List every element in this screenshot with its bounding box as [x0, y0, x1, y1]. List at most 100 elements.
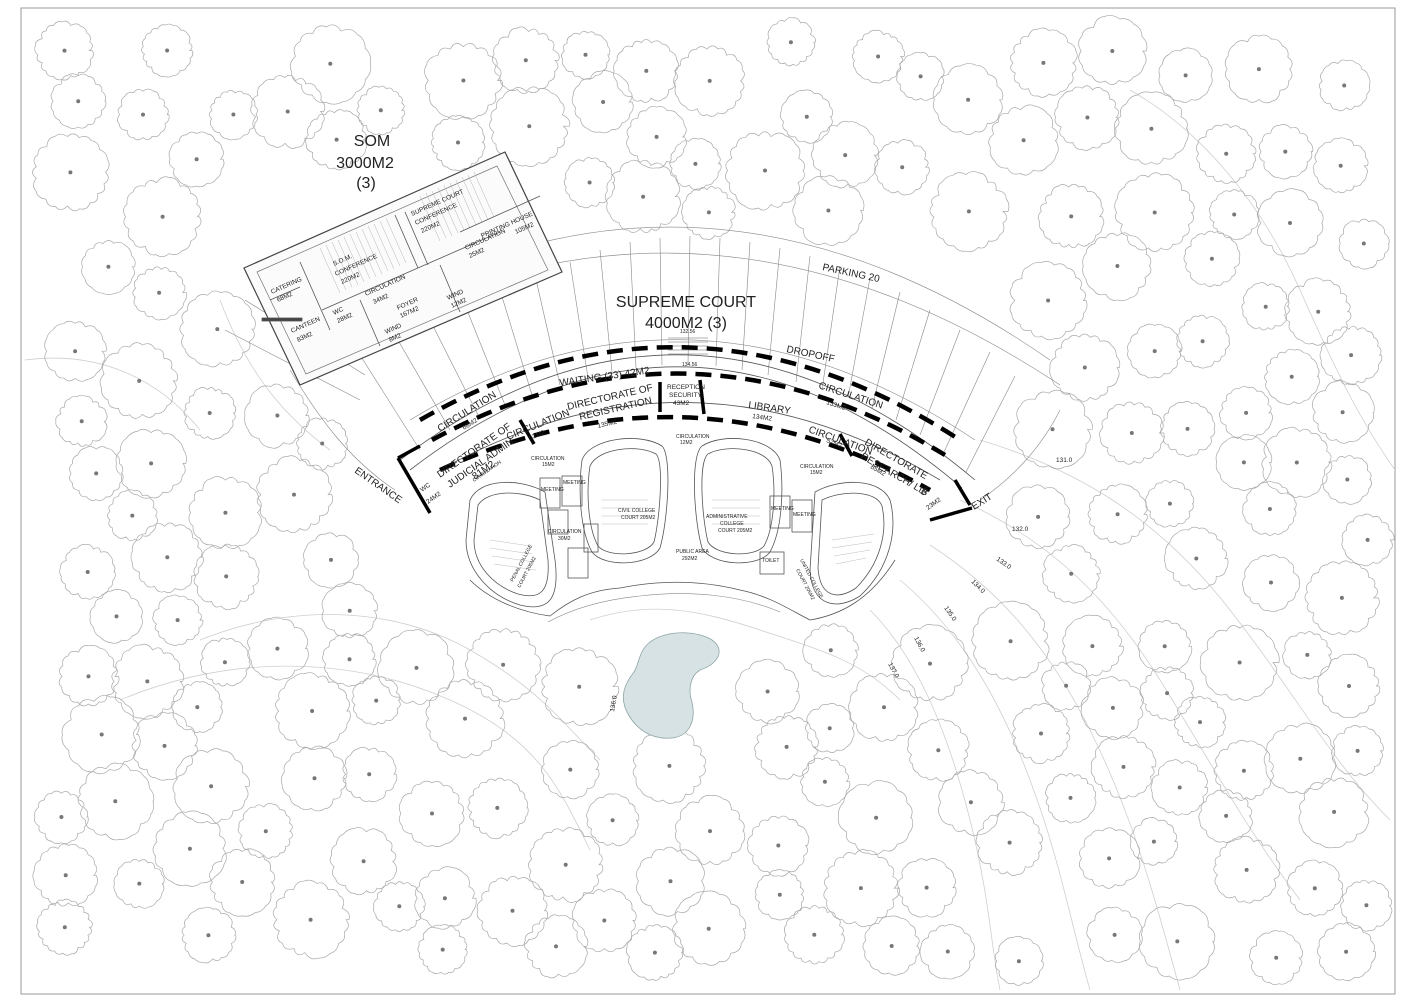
tree-trunk — [1345, 477, 1350, 482]
tree — [430, 114, 486, 171]
tree — [1049, 333, 1121, 402]
reception-label: RECEPTION — [667, 384, 705, 391]
tree — [1317, 653, 1381, 718]
tree-trunk — [693, 161, 698, 166]
tree-trunk — [1364, 903, 1369, 908]
reception-label-2: SECURITY — [669, 392, 703, 399]
tree-trunk — [137, 881, 142, 886]
supreme-court-title: SUPREME COURT — [616, 294, 756, 311]
tree-trunk — [85, 570, 90, 574]
tree-trunk — [275, 413, 280, 418]
tree-trunk — [966, 209, 971, 214]
admin-court-label-2: COLLEGE — [720, 521, 744, 527]
tree — [69, 446, 124, 501]
tree-trunk — [1115, 512, 1120, 517]
tree-trunk — [223, 510, 228, 515]
tree — [1080, 676, 1144, 740]
tree-trunk — [1107, 856, 1112, 861]
tree-trunk — [1069, 214, 1074, 219]
tree — [988, 104, 1059, 176]
tree-trunk — [644, 68, 649, 73]
tree — [613, 39, 679, 103]
tree-trunk — [1267, 507, 1272, 511]
tree-trunk — [206, 933, 211, 938]
tree-trunk — [308, 917, 313, 922]
tree-trunk — [1256, 67, 1261, 72]
tree-trunk — [149, 461, 154, 466]
tree — [1127, 323, 1183, 379]
supreme-court-area: 4000M2 (3) — [645, 315, 727, 332]
tree — [476, 875, 549, 948]
tree-trunk — [1344, 949, 1349, 954]
wc24-area: 24M2 — [425, 490, 443, 505]
tree — [1010, 27, 1078, 98]
tree — [280, 745, 348, 812]
tree — [289, 24, 372, 105]
tree — [417, 924, 468, 975]
tree — [1129, 817, 1179, 866]
tree — [1242, 481, 1297, 536]
tree — [111, 643, 185, 720]
tree-trunk — [554, 944, 558, 949]
tree — [1139, 903, 1216, 981]
tree — [115, 428, 187, 499]
tree — [1264, 348, 1320, 405]
tree-trunk — [968, 800, 973, 805]
tree-trunk — [654, 134, 659, 139]
tree-trunk — [776, 843, 781, 848]
tree — [541, 647, 620, 727]
tree-trunk — [1068, 795, 1073, 800]
tree — [36, 898, 93, 956]
tree-trunk — [361, 859, 366, 864]
tree-trunk — [1244, 410, 1249, 415]
toilet-label: TOILET — [762, 558, 779, 564]
reception-area: 43M2 — [673, 400, 690, 407]
contour-label: 136.0 — [609, 695, 619, 713]
tree — [1054, 85, 1120, 151]
tree-trunk — [165, 48, 170, 53]
tree — [130, 522, 204, 594]
circulation-12-label: CIRCULATION — [676, 434, 710, 440]
tree-trunk — [1263, 304, 1268, 309]
tree-trunk — [1082, 365, 1087, 370]
tree-trunk — [858, 886, 863, 891]
tree-trunk — [889, 944, 894, 948]
tree — [586, 793, 640, 847]
tree — [1258, 124, 1314, 180]
tree — [77, 762, 155, 841]
tree-trunk — [1316, 309, 1321, 314]
tree-trunk — [1021, 138, 1026, 143]
tree-trunk — [1050, 427, 1055, 432]
level-mark: 132.56 — [680, 329, 696, 335]
tree — [571, 888, 637, 953]
tree-trunk — [1305, 652, 1310, 657]
contour-lines — [24, 89, 1396, 991]
tree — [672, 890, 747, 966]
tree-trunk — [1283, 149, 1288, 154]
tree — [1298, 777, 1370, 849]
tree — [919, 924, 975, 980]
tree — [625, 924, 684, 981]
tree — [754, 869, 805, 921]
tree — [1242, 554, 1301, 612]
tree — [669, 137, 722, 190]
wind-8-area: 8M2 — [388, 332, 403, 344]
tree — [200, 637, 251, 687]
building-titles: SOM 3000M2 (3) SUPREME COURT 4000M2 (3) — [336, 133, 756, 332]
tree — [779, 89, 834, 144]
tree — [44, 320, 107, 382]
tree-trunk — [165, 555, 170, 560]
tree — [188, 476, 262, 549]
tree-trunk — [900, 165, 905, 170]
tree — [862, 915, 920, 976]
tree-trunk — [312, 776, 317, 781]
som-building — [243, 151, 563, 386]
public-area-label: PUBLIC AREA — [676, 549, 709, 555]
tree — [107, 489, 158, 542]
tree-trunk — [222, 660, 227, 665]
tree — [838, 779, 914, 856]
tree — [1263, 722, 1337, 795]
tree-trunk — [162, 743, 167, 748]
tree-trunk — [1016, 959, 1021, 964]
tree-trunk — [62, 48, 67, 53]
